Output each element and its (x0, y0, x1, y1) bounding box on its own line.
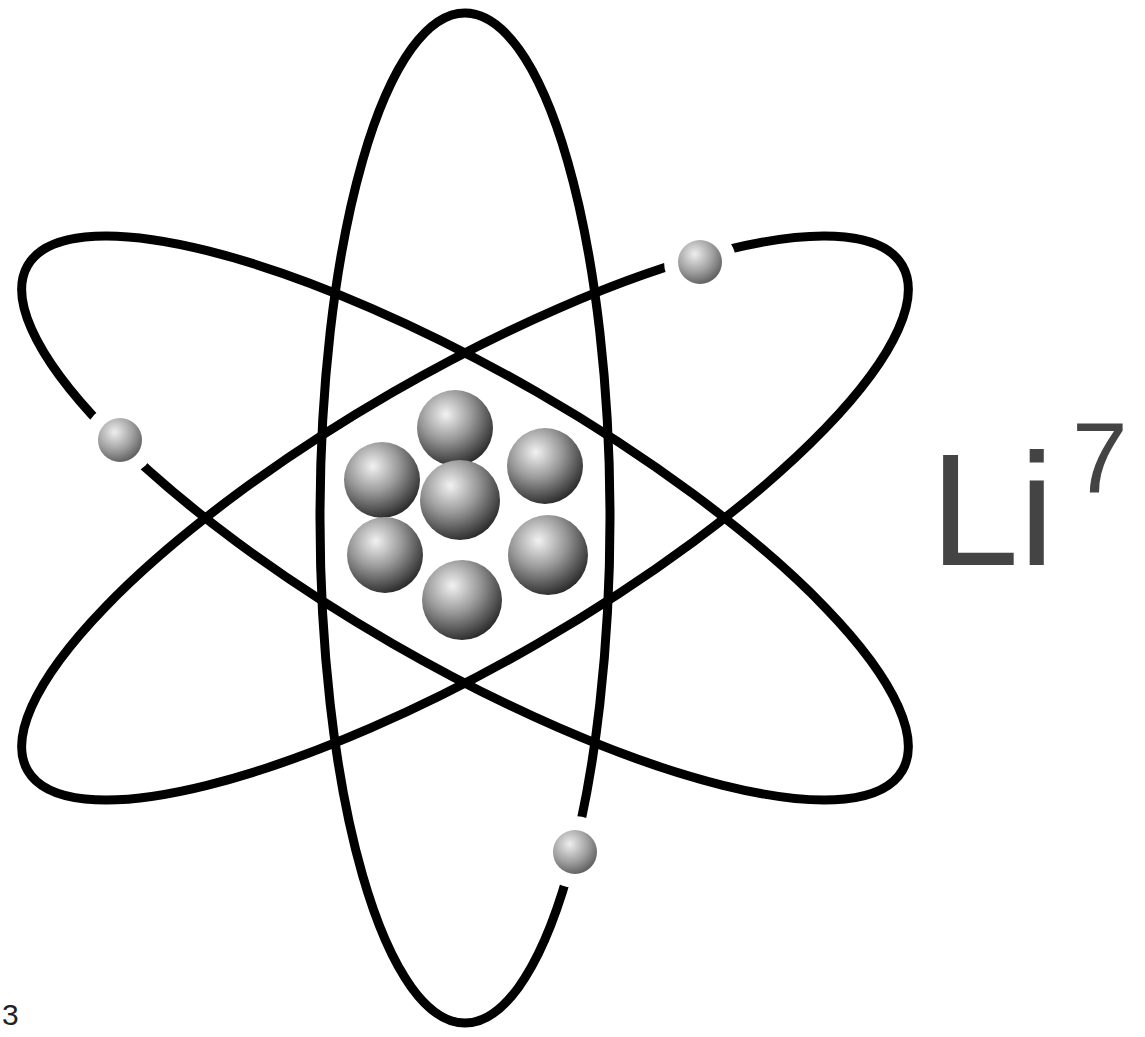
nucleon (508, 515, 588, 595)
element-symbol: Li (930, 430, 1055, 590)
nucleon (507, 428, 583, 504)
nucleon (344, 442, 420, 518)
orbit (320, 13, 610, 1023)
electrons (84, 226, 736, 888)
electron (553, 830, 597, 874)
orbits (0, 13, 975, 1023)
mass-number: 7 (1072, 408, 1128, 508)
nucleon (420, 460, 500, 540)
electron (678, 240, 722, 284)
orbit-gap (664, 226, 736, 298)
orbit (0, 140, 975, 896)
orbit (0, 140, 975, 896)
orbit-gap (84, 404, 156, 476)
nucleus (344, 390, 588, 640)
electron (98, 418, 142, 462)
nucleon (417, 390, 493, 466)
nucleon (422, 560, 502, 640)
orbit-gap (539, 816, 611, 888)
atomic-number: 3 (2, 1000, 19, 1030)
nucleon (347, 517, 423, 593)
